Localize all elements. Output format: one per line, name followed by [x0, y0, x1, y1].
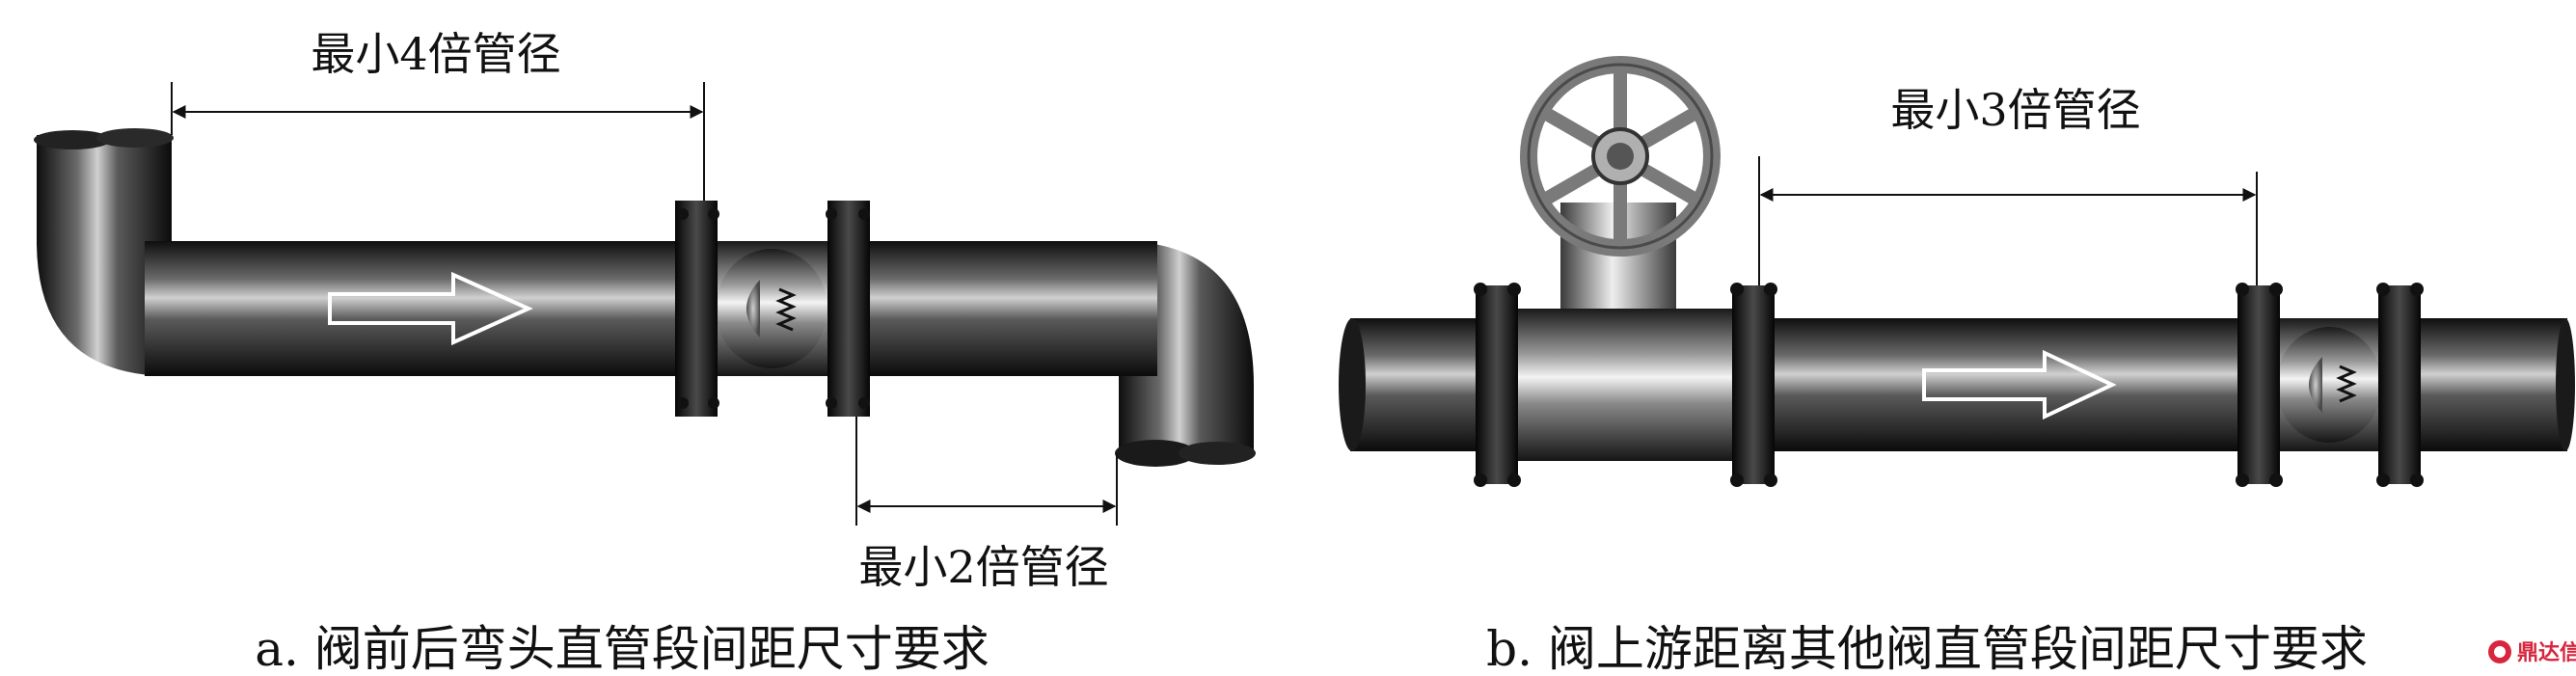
caption-a: a. 阀前后弯头直管段间距尺寸要求: [255, 621, 990, 676]
dimension-a-upstream: 最小4倍管径: [171, 28, 705, 201]
pipe-a-main: [145, 241, 1138, 376]
dim-label-a-upstream: 最小4倍管径: [311, 28, 560, 80]
dim-label-a-downstream: 最小2倍管径: [858, 541, 1108, 593]
spring-b: [2336, 365, 2357, 403]
panel-a: 最小4倍管径 最小2倍管径 a. 阀前后弯头直管段间距尺寸要求: [34, 28, 1256, 676]
flow-arrow-a: [328, 271, 533, 346]
check-valve-a: [675, 201, 870, 417]
pipe-a-right-elbow: [1115, 241, 1256, 467]
gate-valve-b: [1474, 56, 1777, 487]
dimension-a-downstream: 最小2倍管径: [855, 417, 1118, 593]
dim-label-b-upstream: 最小3倍管径: [1890, 84, 2140, 136]
spring-a: [775, 287, 797, 332]
handwheel-icon: [1520, 56, 1721, 257]
panel-b: 最小3倍管径 b. 阀上游距离其他阀直管段间距尺寸要求 鼎达信: [1339, 56, 2576, 676]
check-valve-b: [2236, 283, 2424, 487]
dimension-b-upstream: 最小3倍管径: [1758, 84, 2258, 285]
watermark-logo: 鼎达信: [2488, 640, 2576, 665]
pipe-a-left-riser: [34, 128, 174, 376]
flow-arrow-b: [1922, 349, 2117, 420]
watermark-text: 鼎达信: [2517, 640, 2576, 665]
caption-b: b. 阀上游距离其他阀直管段间距尺寸要求: [1486, 621, 2368, 676]
